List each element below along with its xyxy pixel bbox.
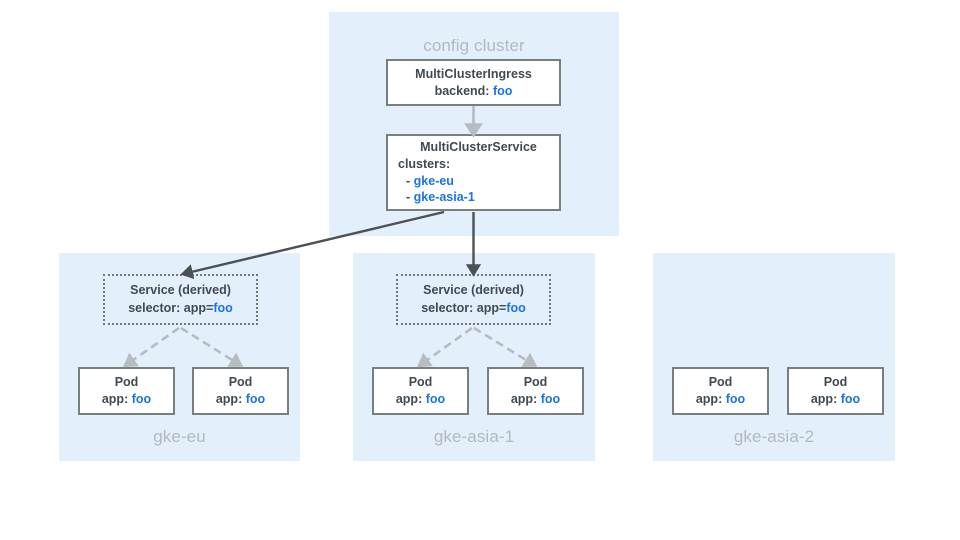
derived-service-selector-field: selector: app=foo (128, 300, 233, 318)
pod-app-label: app: (695, 392, 723, 406)
cluster-panel-gke-asia-1: gke-asia-1 (353, 253, 595, 461)
pod-box: Pod app: foo (787, 367, 884, 415)
bullet-dash: - (406, 173, 411, 188)
pod-title: Pod (408, 375, 433, 390)
pod-app-value: foo (540, 392, 561, 406)
pod-box: Pod app: foo (78, 367, 175, 415)
multiclusteringress-backend-label: backend: (434, 83, 490, 98)
pod-box: Pod app: foo (487, 367, 584, 415)
multiclusteringress-backend-value: foo (492, 83, 513, 98)
config-cluster-label: config cluster (423, 36, 525, 55)
pod-title: Pod (823, 375, 848, 390)
cluster-label-gke-asia-1: gke-asia-1 (433, 427, 515, 446)
derived-service-selector-label: selector: app= (128, 300, 214, 315)
derived-service-selector-value: foo (213, 300, 233, 315)
bullet-dash: - (406, 190, 411, 205)
multiclusteringress-box: MultiClusterIngress backend: foo (386, 59, 561, 106)
multiclusteringress-title: MultiClusterIngress (415, 66, 532, 81)
pod-title: Pod (523, 375, 548, 390)
derived-service-box-gke-asia-1: Service (derived) selector: app=foo (396, 274, 551, 325)
multiclusterservice-cluster-value: gke-asia-1 (413, 190, 475, 205)
multiclusterservice-cluster-item: - gke-eu (398, 173, 559, 190)
pod-box: Pod app: foo (192, 367, 289, 415)
cluster-label-gke-asia-2: gke-asia-2 (733, 427, 815, 446)
multiclusterservice-box: MultiClusterService clusters: - gke-eu -… (386, 134, 561, 211)
derived-service-selector-field: selector: app=foo (421, 300, 526, 318)
derived-service-title: Service (derived) (423, 283, 524, 297)
pod-app-label: app: (810, 392, 838, 406)
multiclusterservice-title: MultiClusterService (420, 140, 537, 155)
pod-app-field: app: foo (216, 391, 265, 408)
derived-service-box-gke-eu: Service (derived) selector: app=foo (103, 274, 258, 325)
pod-app-value: foo (725, 392, 746, 406)
cluster-panel-gke-asia-2: gke-asia-2 (653, 253, 895, 461)
pod-box: Pod app: foo (372, 367, 469, 415)
cluster-label-gke-eu: gke-eu (153, 427, 206, 446)
pod-app-value: foo (245, 392, 266, 406)
pod-title: Pod (228, 375, 253, 390)
pod-app-label: app: (101, 392, 129, 406)
derived-service-selector-label: selector: app= (421, 300, 507, 315)
pod-app-label: app: (395, 392, 423, 406)
pod-app-field: app: foo (811, 391, 860, 408)
pod-app-label: app: (215, 392, 243, 406)
derived-service-title: Service (derived) (130, 283, 231, 297)
pod-app-field: app: foo (102, 391, 151, 408)
multiclusterservice-cluster-value: gke-eu (413, 173, 454, 188)
pod-app-value: foo (425, 392, 446, 406)
multiclusterservice-clusters-label: clusters: (398, 156, 451, 171)
pod-title: Pod (114, 375, 139, 390)
multiclusteringress-backend-field: backend: foo (435, 83, 513, 100)
pod-app-field: app: foo (396, 391, 445, 408)
pod-app-value: foo (131, 392, 152, 406)
pod-title: Pod (708, 375, 733, 390)
pod-app-value: foo (840, 392, 861, 406)
pod-app-label: app: (510, 392, 538, 406)
multiclusterservice-cluster-item: - gke-asia-1 (398, 189, 559, 206)
derived-service-selector-value: foo (506, 300, 526, 315)
pod-app-field: app: foo (696, 391, 745, 408)
pod-app-field: app: foo (511, 391, 560, 408)
pod-box: Pod app: foo (672, 367, 769, 415)
